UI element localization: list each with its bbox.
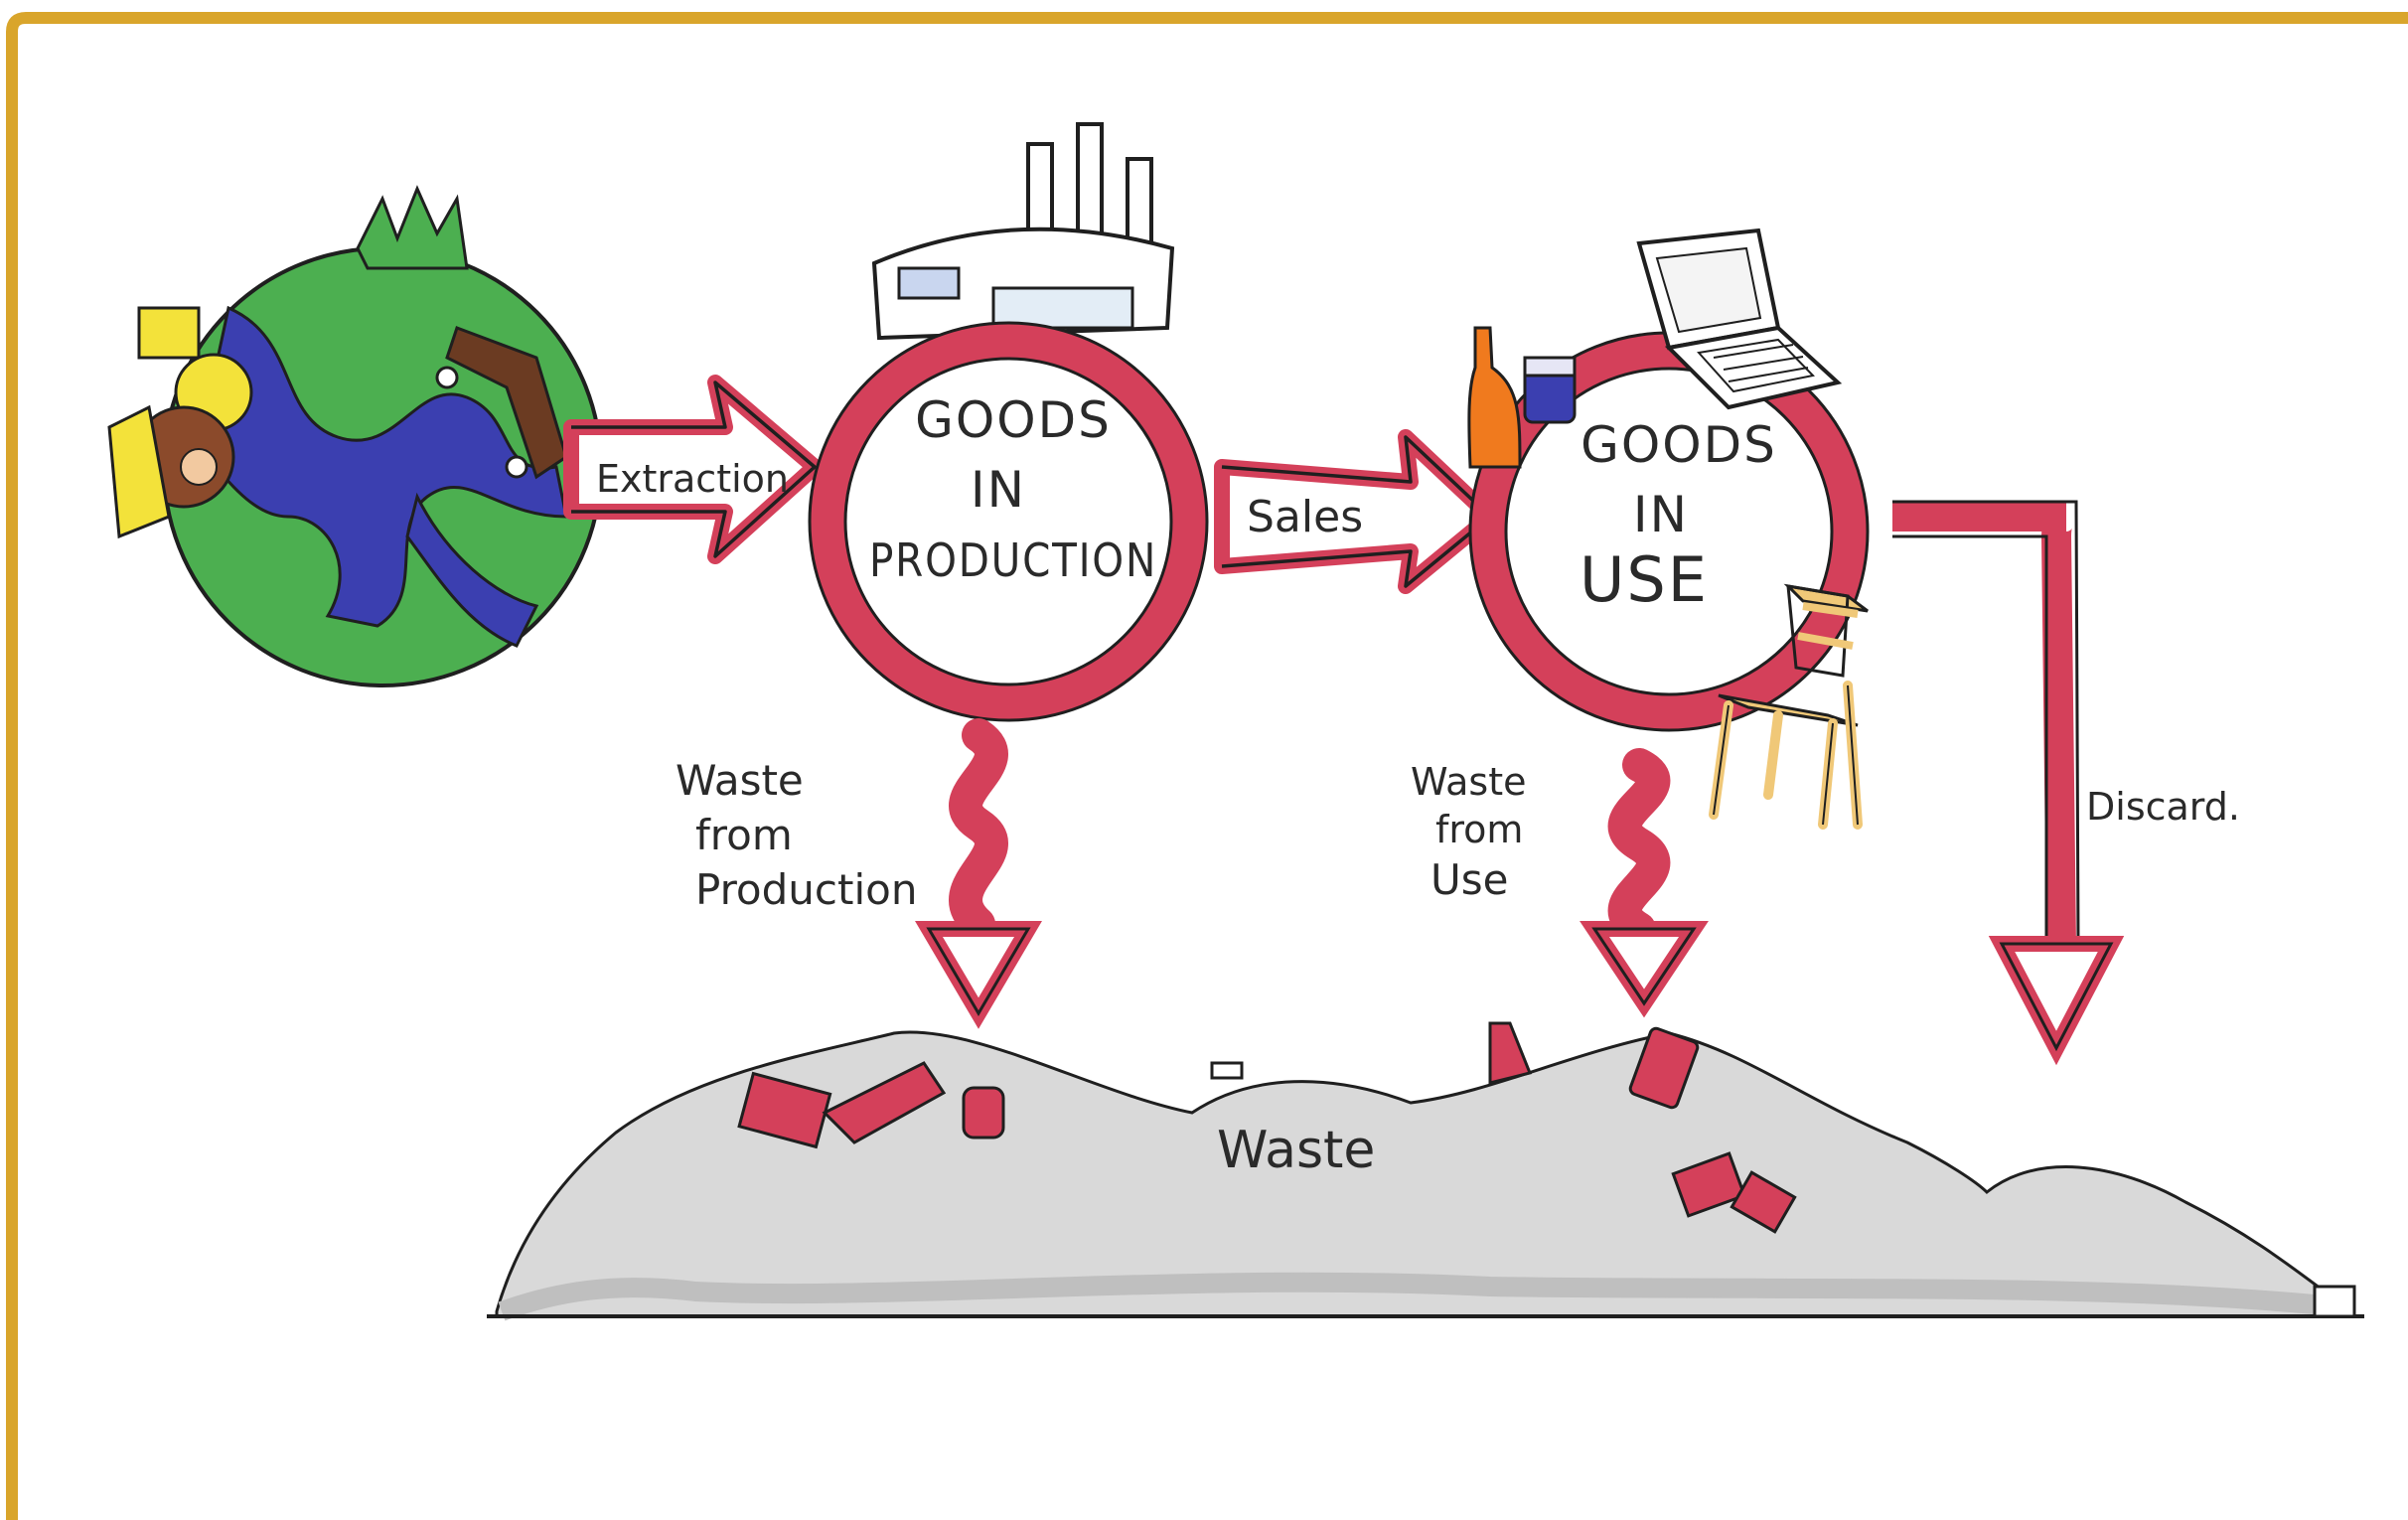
use-title-line2: IN	[1633, 486, 1689, 543]
waste-production-line1: Waste	[676, 756, 804, 805]
production-title-line1: GOODS	[915, 391, 1112, 449]
discard-arrow: Discard.	[1892, 500, 2240, 1066]
waste-label: Waste	[1217, 1121, 1375, 1180]
discard-label: Discard.	[2086, 785, 2240, 829]
sales-label: Sales	[1247, 492, 1363, 542]
goods-in-production-node: GOODS IN PRODUCTION	[808, 321, 1209, 722]
chair-icon	[1709, 583, 1869, 830]
jar-icon	[1523, 356, 1577, 424]
waste-use-line2: from	[1435, 808, 1523, 851]
production-title-line2: IN	[971, 461, 1026, 519]
laptop-icon	[1636, 228, 1843, 410]
earth-icon	[107, 185, 603, 687]
use-title-line3: USE	[1580, 543, 1709, 616]
waste-from-production-arrow: Waste from Production	[676, 718, 1042, 1029]
waste-from-use-arrow: Waste from Use	[1411, 748, 1709, 1018]
extraction-label: Extraction	[596, 457, 789, 501]
sales-arrow: Sales	[1214, 429, 1498, 594]
factory-icon	[871, 122, 1175, 341]
frame-border	[5, 12, 2408, 1520]
use-title-line1: GOODS	[1580, 416, 1777, 474]
waste-heap: Waste	[487, 1021, 2364, 1321]
waste-use-line1: Waste	[1411, 760, 1527, 804]
production-title-line3: PRODUCTION	[869, 533, 1157, 587]
bottle-icon	[1467, 326, 1522, 469]
waste-use-line3: Use	[1430, 855, 1508, 904]
waste-production-line3: Production	[695, 865, 917, 914]
extraction-arrow: Extraction	[563, 375, 823, 564]
waste-production-line2: from	[695, 811, 793, 859]
